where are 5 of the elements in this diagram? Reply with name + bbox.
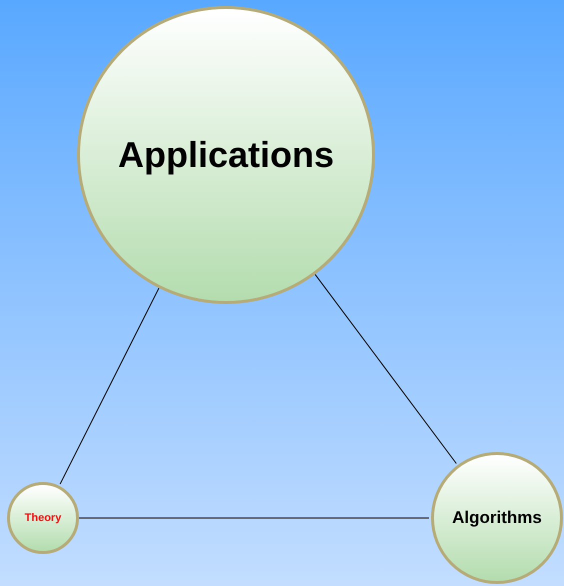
node-label: Algorithms	[452, 507, 542, 530]
connector-line	[314, 274, 457, 464]
node-label: Theory	[24, 510, 62, 526]
connector-line	[60, 288, 160, 485]
node-label: Applications	[118, 133, 334, 177]
